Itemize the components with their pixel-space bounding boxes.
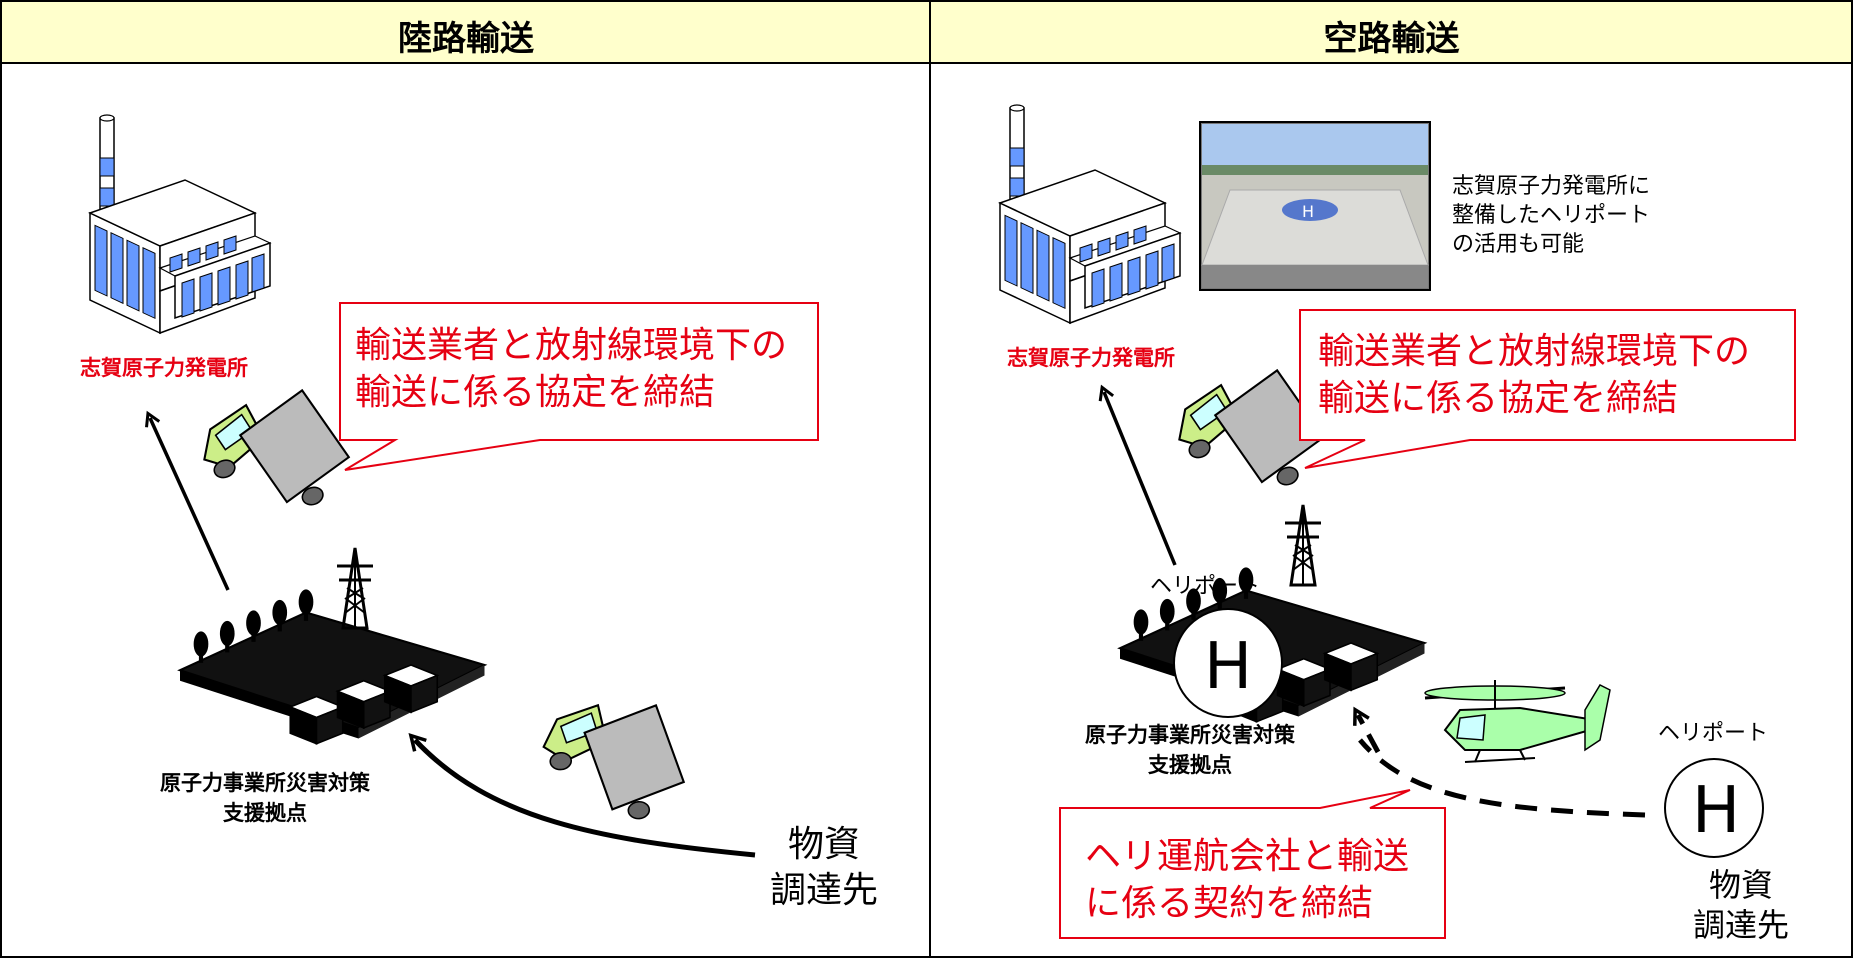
- air-agreement-callout: [1299, 309, 1796, 469]
- air-panel-title: 空路輸送: [1323, 19, 1460, 59]
- land-source-label: 物資 調達先: [770, 824, 879, 911]
- heliport-photo: H: [1199, 121, 1431, 291]
- land-agreement-callout: [339, 302, 819, 471]
- land-plant-building: [89, 114, 271, 334]
- land-arrow-base-to-plant: [145, 410, 230, 591]
- land-panel-title: 陸路輸送: [398, 19, 534, 59]
- land-base-label: 原子力事業所災害対策 支援拠点: [160, 771, 370, 825]
- air-base-label: 原子力事業所災害対策 支援拠点: [1085, 723, 1295, 777]
- air-power-tower: [1283, 503, 1323, 587]
- heliport-label-base: ヘリポート: [1150, 574, 1261, 599]
- air-plant-label: 志賀原子力発電所: [1007, 346, 1175, 370]
- air-arrow-base-to-plant: [1098, 384, 1177, 566]
- air-source-label: 物資 調達先: [1693, 866, 1790, 944]
- air-arrow-to-base: [1353, 706, 1381, 754]
- helicopter: [1424, 680, 1611, 763]
- land-arrow-source-to-base: [408, 733, 756, 858]
- heliport-note: 志賀原子力発電所に 整備したヘリポート の活用も可能: [1452, 174, 1651, 257]
- land-agreement-text: 輸送業者と放射線環境下の 輸送に係る協定を締結: [355, 325, 788, 413]
- land-truck-to-plant: [190, 377, 361, 536]
- air-plant-building: [999, 104, 1181, 324]
- svg-text:H: H: [1302, 202, 1314, 221]
- heliport-label-source: ヘリポート: [1658, 721, 1769, 746]
- air-agreement-text: 輸送業者と放射線環境下の 輸送に係る協定を締結: [1318, 331, 1751, 419]
- air-contract-callout: [1059, 789, 1446, 939]
- land-truck-from-source: [539, 697, 688, 828]
- land-power-tower: [335, 546, 375, 630]
- heliport-symbol-source: H: [1664, 758, 1764, 858]
- svg-text:H: H: [1204, 630, 1252, 704]
- svg-text:H: H: [1692, 774, 1740, 848]
- heliport-symbol-base: H: [1173, 608, 1283, 718]
- air-flight-path: [1358, 738, 1646, 818]
- land-plant-label: 志賀原子力発電所: [80, 356, 248, 380]
- header-band: [0, 0, 1853, 64]
- land-base-site: [178, 588, 486, 745]
- air-contract-text: ヘリ運航会社と輸送 に係る契約を締結: [1085, 836, 1410, 924]
